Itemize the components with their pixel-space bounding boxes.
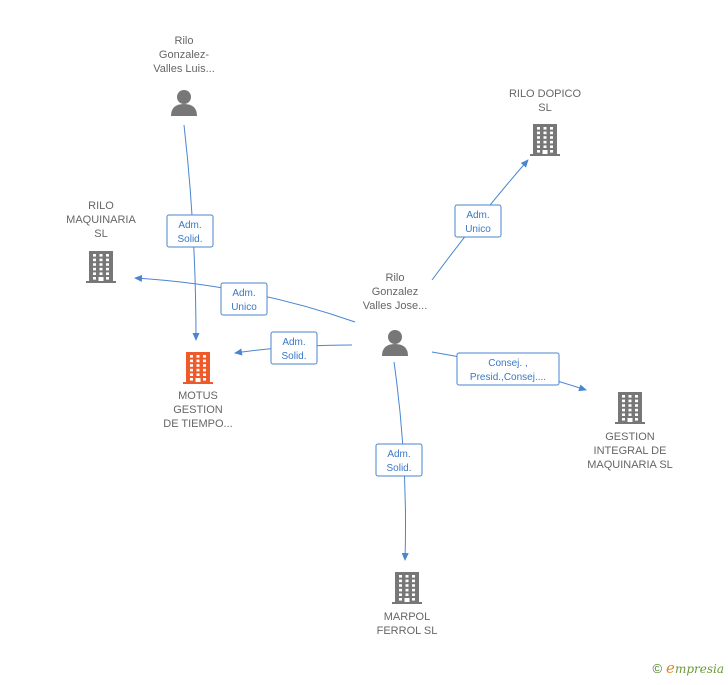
edge-label-line: Adm. [282,337,305,348]
edge-label-box [456,352,560,386]
edge-label-line: Presid.,Consej.... [470,372,546,383]
edge-label-box [166,214,214,248]
node-label-line: Gonzalez [372,286,418,298]
node-label-line: Valles Luis... [153,63,215,75]
building-icon [86,251,116,283]
node-label-line: GESTION [173,404,223,416]
node-gestion-integral[interactable]: GESTION INTEGRAL DE MAQUINARIA SL [587,392,673,471]
edge-label[interactable]: Adm. Solid. [166,214,214,248]
node-label-line: GESTION [605,431,655,443]
edge-label-box [220,282,268,316]
building-icon [392,572,422,604]
node-label-line: INTEGRAL DE [594,445,667,457]
copyright-symbol: © [652,661,663,676]
edge-label-line: Solid. [177,234,202,245]
edge-label-box [270,331,318,365]
edge-label-line: Adm. [178,220,201,231]
node-rilo-dopico[interactable]: RILO DOPICO SL [509,88,582,156]
edge-jose-motus: Adm. Solid. [234,331,353,365]
edge-label[interactable]: Adm. Unico [454,204,502,238]
edge-label-line: Adm. [466,210,489,221]
edge-label-line: Consej. , [488,358,527,369]
edge-jose-gestion: Consej. , Presid.,Consej.... [431,351,587,392]
building-icon [530,124,560,156]
edge-label-line: Adm. [232,288,255,299]
edge-label-line: Adm. [387,449,410,460]
edge-jose-marpol: Adm. Solid. [375,361,423,561]
building-icon [183,352,213,384]
node-motus[interactable]: MOTUS GESTION DE TIEMPO... [163,352,233,430]
node-marpol[interactable]: MARPOL FERROL SL [377,572,438,637]
edge-label-box [454,204,502,238]
node-rilo-maquinaria[interactable]: RILO MAQUINARIA SL [66,200,136,283]
node-label-line: MARPOL [384,611,430,623]
edge-label[interactable]: Adm. Solid. [270,331,318,365]
edge-label-line: Solid. [281,351,306,362]
person-icon [382,330,408,356]
edge-jose-dopico: Adm. Unico [431,159,529,281]
edge-label[interactable]: Consej. , Presid.,Consej.... [456,352,560,386]
node-label-line: MAQUINARIA [66,214,136,226]
node-label-line: SL [94,228,107,240]
node-label-line: Gonzalez- [159,49,209,61]
node-label-line: Valles Jose... [363,300,428,312]
edges-layer: Adm.Solid.Adm.UnicoAdm.Solid.Adm.UnicoCo… [134,124,587,561]
brand-watermark: ©empresia [652,659,724,677]
edge-luis-motus: Adm. Solid. [166,124,214,341]
node-label-line: RILO DOPICO [509,88,582,100]
node-label-line: MOTUS [178,390,218,402]
edge-label-box [375,443,423,477]
edge-label[interactable]: Adm. Unico [220,282,268,316]
brand-logo-text: mpresia [674,662,724,676]
node-label-line: DE TIEMPO... [163,418,232,430]
edge-jose-maquinaria: Adm. Unico [134,274,356,323]
edge-label-line: Solid. [386,463,411,474]
brand-logo-initial: e [666,659,675,677]
edge-label-line: Unico [465,224,491,235]
node-label-line: MAQUINARIA SL [587,459,673,471]
node-label-line: Rilo [386,272,405,284]
node-label-line: FERROL SL [377,625,438,637]
edge-label-line: Unico [231,302,257,313]
edge-label[interactable]: Adm. Solid. [375,443,423,477]
node-label-line: SL [538,102,551,114]
building-icon [615,392,645,424]
node-label-line: Rilo [175,35,194,47]
node-label-line: RILO [88,200,114,212]
person-icon [171,90,197,116]
